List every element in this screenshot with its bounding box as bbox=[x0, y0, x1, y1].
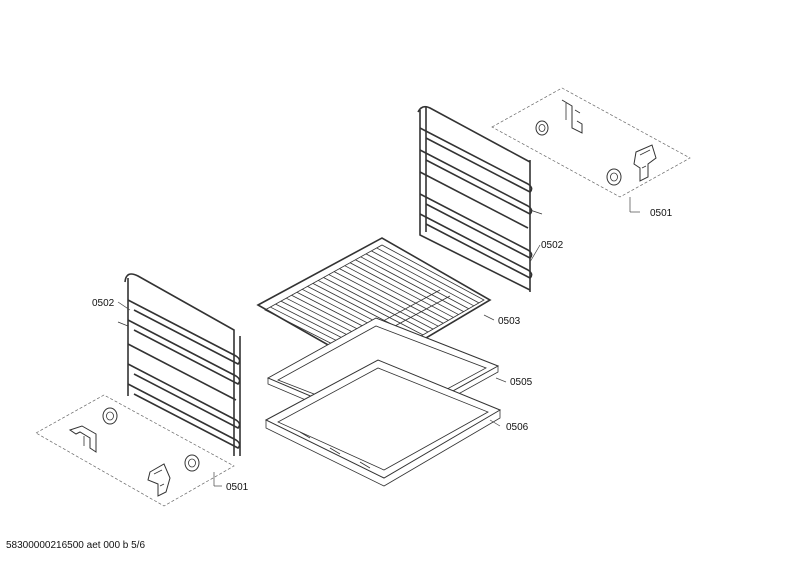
label-0501-right: 0501 bbox=[650, 208, 673, 219]
left-bracket-clip bbox=[68, 425, 97, 453]
right-hook-clip bbox=[633, 144, 657, 182]
deep-pan: 0506 bbox=[264, 359, 529, 487]
shelf-rod bbox=[328, 274, 434, 330]
right-knob-upper bbox=[535, 120, 549, 136]
label-0501-left: 0501 bbox=[226, 482, 249, 493]
shelf-rod bbox=[371, 250, 475, 307]
label-0506: 0506 bbox=[506, 422, 529, 433]
shelf-rod bbox=[349, 262, 454, 318]
shelf-rod bbox=[355, 259, 459, 315]
shelf-rod bbox=[360, 256, 464, 312]
right-side-rack: 0502 bbox=[417, 105, 564, 292]
shelf-rod bbox=[376, 247, 480, 304]
right-bracket-clip bbox=[561, 99, 583, 134]
label-0505: 0505 bbox=[510, 377, 533, 388]
right-clip-group: 0501 bbox=[491, 87, 691, 219]
shelf-rod bbox=[323, 277, 429, 333]
shelf-rod bbox=[344, 265, 449, 321]
left-knob-lower bbox=[184, 454, 200, 472]
right-knob-lower bbox=[606, 168, 622, 186]
wire-shelf: 0503 bbox=[256, 237, 521, 371]
shelf-rod bbox=[365, 253, 469, 310]
label-0502-left: 0502 bbox=[92, 298, 115, 309]
shelf-rod bbox=[333, 271, 439, 327]
label-0502-right: 0502 bbox=[541, 240, 564, 251]
left-clip-group: 0501 bbox=[35, 394, 249, 507]
document-footer: 58300000216500 aet 000 b 5/6 bbox=[6, 540, 146, 551]
left-group-outline bbox=[35, 394, 235, 507]
left-knob-upper bbox=[102, 407, 118, 425]
label-0503: 0503 bbox=[498, 316, 521, 327]
shelf-rod bbox=[317, 280, 424, 336]
right-group-outline bbox=[491, 87, 691, 198]
left-side-rack: 0502 bbox=[92, 273, 241, 456]
left-hook-clip bbox=[147, 463, 171, 497]
shelf-rod bbox=[339, 268, 444, 324]
